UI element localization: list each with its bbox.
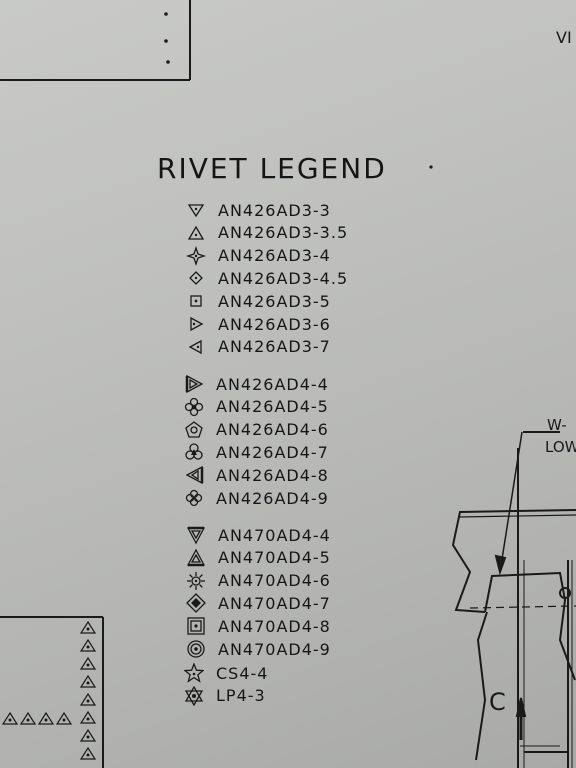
legend-row: AN426AD3-7	[186, 336, 331, 358]
star-of-david-icon	[184, 685, 204, 707]
triangle-right-icon	[186, 314, 206, 334]
triangle-up-icon	[186, 223, 206, 243]
double-square-icon	[186, 616, 206, 636]
double-triangle-up-icon	[186, 548, 206, 568]
double-triangle-down-icon	[186, 525, 206, 545]
legend-part-number: AN470AD4-9	[218, 639, 331, 659]
stray-dot	[429, 165, 433, 169]
legend-part-number: AN470AD4-4	[218, 525, 331, 545]
wing-section-drawing	[451, 431, 576, 768]
legend-row: AN470AD4-8	[186, 615, 331, 637]
concentric-circle-icon	[186, 639, 206, 659]
trefoil-icon	[184, 442, 204, 462]
legend-row: AN470AD4-7	[186, 592, 331, 614]
legend-part-number: AN426AD3-3.5	[218, 223, 349, 243]
legend-part-number: AN426AD3-3	[218, 200, 331, 220]
legend-row: AN426AD3-3.5	[186, 222, 348, 244]
legend-row: AN470AD4-9	[186, 638, 331, 660]
star-outline-icon	[183, 662, 205, 683]
legend-part-number: CS4-4	[216, 663, 269, 683]
legend-part-number: LP4-3	[216, 686, 266, 706]
legend-row: AN470AD4-6	[186, 570, 331, 592]
section-letter: C	[489, 688, 506, 716]
legend-part-number: AN426AD4-9	[216, 488, 329, 508]
callout-label-line1: W-	[547, 416, 567, 434]
legend-part-number: AN470AD4-7	[218, 593, 331, 613]
legend-row: AN470AD4-5	[186, 547, 331, 569]
bottom-left-rivet-symbols	[1, 620, 97, 760]
legend-part-number: AN426AD3-7	[218, 337, 331, 357]
square-dot-icon	[186, 291, 206, 311]
clover-icon	[184, 397, 204, 417]
double-triangle-left-icon	[184, 465, 204, 485]
legend-row: AN426AD3-4	[185, 245, 331, 267]
legend-part-number: AN426AD3-4	[218, 246, 331, 266]
legend-row: AN426AD4-7	[184, 441, 329, 463]
legend-row: CS4-4	[183, 662, 269, 684]
legend-row: AN470AD4-4	[186, 524, 331, 546]
legend-part-number: AN470AD4-6	[218, 571, 331, 591]
legend-part-number: AN426AD4-4	[216, 374, 329, 394]
legend-row: AN426AD4-4	[184, 373, 329, 395]
legend-row: AN426AD3-4.5	[186, 267, 348, 289]
diamond-dot-icon	[186, 268, 206, 288]
pentagon-icon	[184, 420, 204, 440]
legend-row: AN426AD3-3	[186, 199, 331, 221]
double-diamond-icon	[186, 593, 206, 614]
legend-row: LP4-3	[184, 685, 266, 707]
bottom-left-box	[0, 616, 104, 768]
legend-part-number: AN426AD3-6	[218, 314, 331, 334]
drawing-partial-label-top-right: VI	[556, 28, 572, 47]
legend-part-number: AN426AD3-5	[218, 291, 331, 311]
legend-row: AN426AD4-9	[184, 487, 329, 509]
legend-part-number: AN426AD4-6	[216, 420, 329, 440]
quatrefoil-icon	[184, 488, 204, 508]
legend-row: AN426AD4-8	[184, 464, 329, 486]
legend-row: AN426AD3-6	[186, 313, 331, 335]
callout-label-line2: LOW	[545, 438, 576, 456]
triangle-down-icon	[186, 200, 206, 220]
four-point-star-icon	[185, 245, 207, 266]
legend-title: RIVET LEGEND	[157, 152, 387, 185]
legend-part-number: AN426AD3-4.5	[218, 268, 349, 288]
legend-part-number: AN470AD4-5	[218, 548, 331, 568]
legend-part-number: AN470AD4-8	[218, 616, 331, 636]
legend-row: AN426AD3-5	[186, 290, 331, 312]
legend-row: AN426AD4-5	[184, 396, 329, 418]
sunburst-icon	[186, 571, 206, 591]
double-triangle-right-icon	[184, 374, 204, 394]
triangle-left-icon	[186, 337, 206, 357]
top-left-box	[0, 0, 191, 81]
legend-part-number: AN426AD4-5	[216, 397, 329, 417]
legend-part-number: AN426AD4-7	[216, 442, 329, 462]
top-left-box-dots	[164, 12, 170, 64]
legend-part-number: AN426AD4-8	[216, 465, 329, 485]
legend-row: AN426AD4-6	[184, 419, 329, 441]
